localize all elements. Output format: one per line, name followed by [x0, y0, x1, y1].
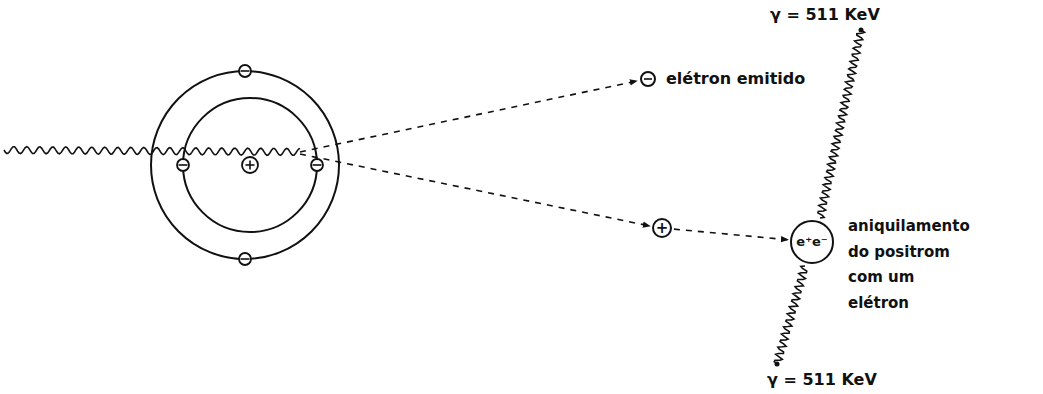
gamma-energy: γ = 511 KeV	[765, 370, 879, 389]
inner-shell	[183, 98, 317, 232]
electron-track	[300, 81, 637, 152]
incoming-photon	[4, 147, 300, 156]
annihilation-circle: e⁺e⁻aniquilamento do positrom com um elé…	[790, 220, 834, 264]
minus-stroke	[644, 78, 652, 80]
positron: +	[652, 218, 672, 238]
positron-track	[300, 154, 650, 226]
annihilation-label: aniquilamento do positrom com um elétron	[846, 214, 972, 316]
outer-shell	[151, 71, 339, 259]
shell-electron	[239, 65, 251, 77]
emitted-electron: elétron emitido	[640, 71, 656, 87]
charge-sign: +	[654, 220, 670, 236]
particle-label: elétron emitido	[664, 69, 807, 88]
shell-electron	[239, 253, 251, 265]
gamma-energy: γ = 511 KeV	[768, 5, 882, 24]
particle-track	[674, 229, 788, 240]
nucleus	[242, 157, 258, 173]
shell-electron	[311, 159, 323, 171]
gamma-ray	[818, 30, 865, 218]
minus-sign	[642, 73, 654, 85]
particle-pair: e⁺e⁻	[792, 222, 832, 262]
gamma-ray	[774, 266, 807, 364]
gamma-end-dot	[859, 28, 864, 33]
shell-electron	[177, 159, 189, 171]
gamma-end-dot	[775, 362, 780, 367]
